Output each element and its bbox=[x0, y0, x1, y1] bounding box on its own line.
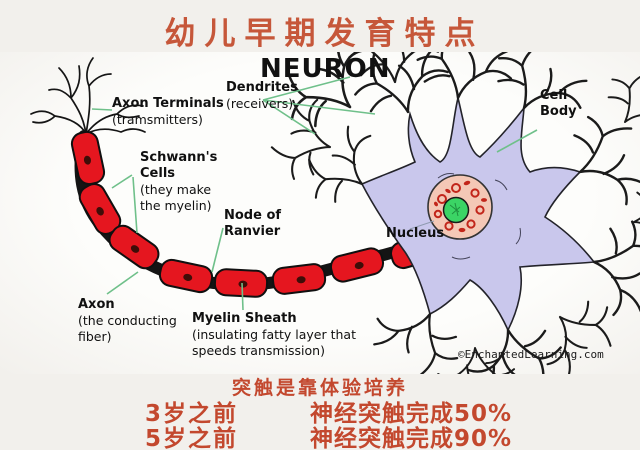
label-cell-body-line2: Body bbox=[540, 104, 577, 119]
axon-terminals-drawing bbox=[30, 57, 146, 135]
label-axon-name: Axon bbox=[78, 297, 115, 312]
pointer-nucleus bbox=[409, 220, 435, 230]
label-axon-terminals-desc: (tramsmitters) bbox=[112, 112, 203, 127]
label-dendrites-desc: (receivers) bbox=[226, 96, 294, 111]
label-axon-terminals-name: Axon Terminals bbox=[112, 96, 224, 111]
label-node-of-ranvier: Node of Ranvier bbox=[224, 208, 281, 240]
label-cell-body: Cell Body bbox=[540, 88, 577, 120]
pointer-node bbox=[211, 227, 224, 273]
footer-row-3yrs: 3岁之前 神经突触完成50% bbox=[0, 394, 640, 427]
footer-age-3: 3岁之前 bbox=[145, 401, 239, 427]
label-schwanns-cells: Schwann's Cells (they make the myelin) bbox=[140, 150, 217, 214]
myelin-segment bbox=[213, 267, 269, 299]
pointer-myelin bbox=[241, 282, 244, 311]
label-schwanns-desc2: the myelin) bbox=[140, 198, 212, 213]
label-nucleus-name: Nucleus bbox=[386, 226, 445, 241]
footer-age-5: 5岁之前 bbox=[145, 426, 239, 450]
label-axon-terminals: Axon Terminals (tramsmitters) bbox=[112, 96, 224, 128]
pointer-lines bbox=[91, 76, 538, 311]
pointer-axon bbox=[106, 271, 139, 295]
footer-headline: 突触是靠体验培养 bbox=[231, 377, 408, 399]
label-schwanns-name1: Schwann's bbox=[140, 150, 218, 165]
cell-body-folds bbox=[437, 173, 521, 260]
label-myelin-sheath: Myelin Sheath (insulating fatty layer th… bbox=[192, 311, 356, 359]
pointer-dendrites bbox=[262, 76, 376, 135]
pointer-schwanns bbox=[111, 174, 138, 234]
diagram-heading: NEURON bbox=[259, 54, 391, 84]
pointer-cell-body bbox=[496, 129, 538, 153]
label-myelin-desc1: (insulating fatty layer that bbox=[192, 327, 356, 342]
footer-result-90: 神经突触完成90% bbox=[310, 426, 513, 450]
label-axon-desc1: (the conducting bbox=[78, 313, 177, 328]
label-dendrites: Dendrites (receivers) bbox=[226, 80, 298, 112]
label-dendrites-name: Dendrites bbox=[226, 80, 298, 95]
label-axon: Axon (the conducting fiber) bbox=[78, 297, 177, 345]
page-title: 幼儿早期发育特点 bbox=[164, 16, 485, 52]
label-nucleus: Nucleus bbox=[386, 226, 444, 242]
label-myelin-desc2: speeds transmission) bbox=[192, 343, 325, 358]
footer-result-50: 神经突触完成50% bbox=[310, 401, 513, 427]
pointer-axon-terminals bbox=[91, 108, 113, 111]
label-schwanns-name2: Cells bbox=[140, 166, 176, 181]
label-myelin-name: Myelin Sheath bbox=[192, 311, 297, 326]
label-node-line2: Ranvier bbox=[224, 224, 281, 239]
label-node-line1: Node of bbox=[224, 208, 282, 223]
credit-text: ©EnchantedLearning.com bbox=[458, 348, 604, 361]
myelin-segment bbox=[270, 261, 328, 297]
label-axon-desc2: fiber) bbox=[78, 329, 112, 344]
myelin-segment bbox=[327, 245, 387, 285]
footer-row-5yrs: 5岁之前 神经突触完成90% bbox=[0, 419, 640, 450]
myelin-segment bbox=[156, 256, 216, 296]
nucleus-drawing bbox=[427, 174, 493, 240]
neuron-diagram: NEURON Axon Terminals (tramsmitters) Den… bbox=[0, 52, 640, 374]
myelin-segment bbox=[104, 220, 164, 274]
label-cell-body-line1: Cell bbox=[540, 88, 568, 103]
neuron-illustration bbox=[30, 52, 640, 374]
label-schwanns-desc1: (they make bbox=[140, 182, 212, 197]
